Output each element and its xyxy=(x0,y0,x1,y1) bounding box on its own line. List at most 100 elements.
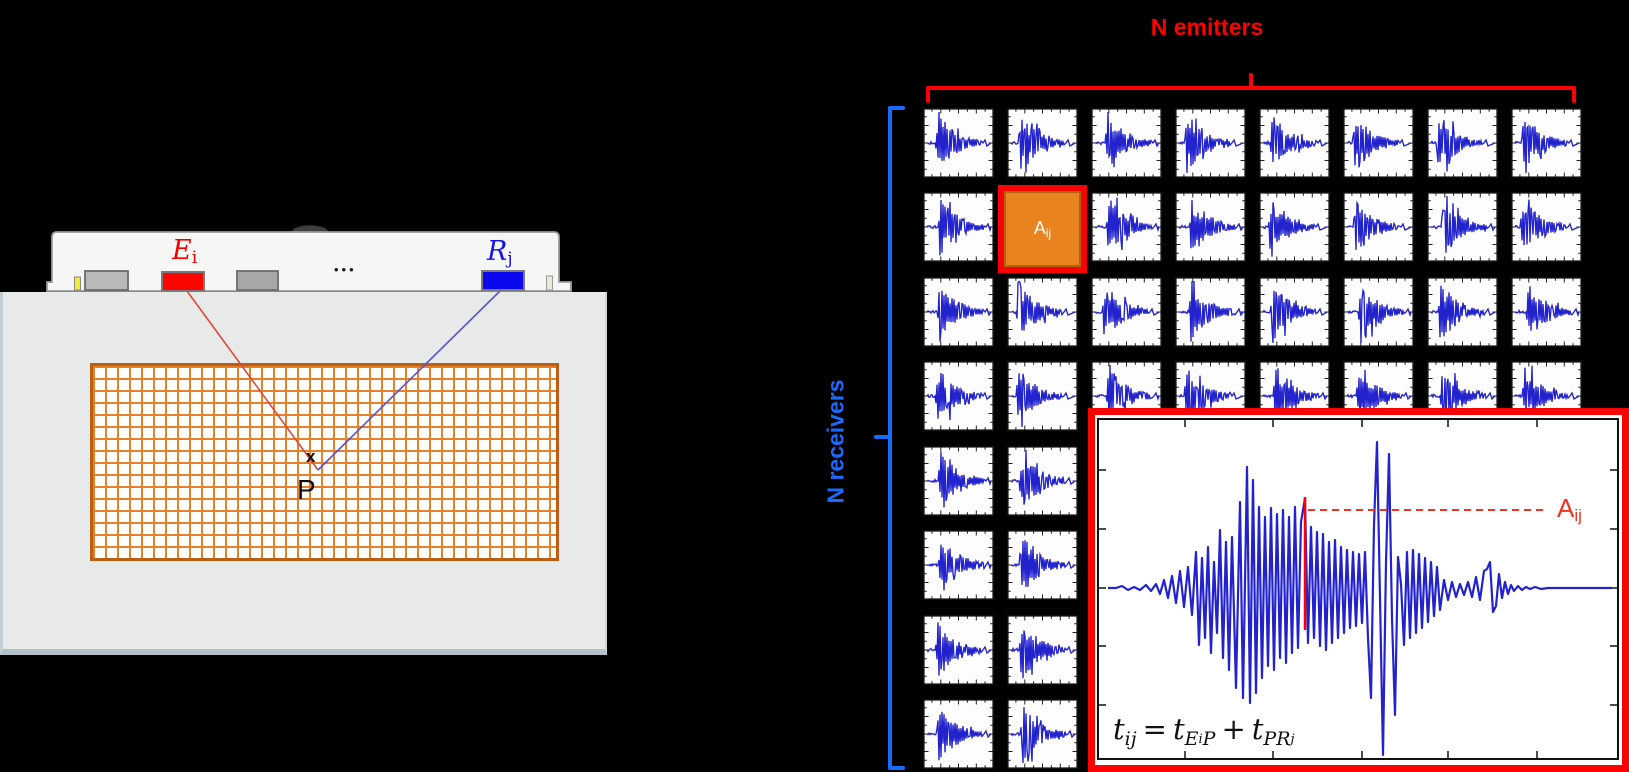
receiver-label-subscript: j xyxy=(507,249,513,269)
matrix-cell xyxy=(1007,277,1079,348)
matrix-cell xyxy=(1343,192,1415,263)
emitter-label: Ei xyxy=(172,237,197,267)
cell-signal-plot xyxy=(1427,108,1499,179)
cell-signal-plot xyxy=(1343,108,1415,179)
cell-signal-plot xyxy=(923,361,995,432)
cell-signal-plot xyxy=(1175,192,1247,263)
cell-signal-plot xyxy=(1343,192,1415,263)
receiver-label-base: R xyxy=(487,236,508,267)
cell-signal-plot xyxy=(1091,277,1163,348)
cell-signal-plot xyxy=(1175,108,1247,179)
cell-signal-plot xyxy=(923,277,995,348)
focal-point-label: P xyxy=(297,474,316,505)
highlight-label: Aij xyxy=(1033,218,1052,240)
receiver-ray xyxy=(317,290,501,471)
cell-signal-plot xyxy=(1511,277,1583,348)
cell-signal-plot xyxy=(923,192,995,263)
reconstruction-grid xyxy=(90,363,559,561)
cell-signal-plot xyxy=(923,108,995,179)
cell-signal-plot xyxy=(1259,192,1331,263)
zoomed-signal-inset: Aij tij=tEiP+tPRj xyxy=(1088,408,1629,772)
emitter-transducer xyxy=(161,271,205,292)
cell-signal-plot xyxy=(1259,108,1331,179)
receivers-brace-bottom-hook xyxy=(888,766,905,770)
matrix-cell xyxy=(1259,192,1331,263)
matrix-cell xyxy=(1175,277,1247,348)
highlighted-matrix-cell: Aij xyxy=(998,185,1087,273)
matrix-cell xyxy=(1007,530,1079,601)
cell-signal-plot xyxy=(1007,277,1079,348)
matrix-cell xyxy=(923,615,995,686)
emitters-axis-title: N emitters xyxy=(1150,14,1264,40)
receiver-label: Rj xyxy=(487,238,513,268)
matrix-cell xyxy=(1511,277,1583,348)
cell-signal-plot xyxy=(1007,530,1079,601)
cell-signal-plot xyxy=(1511,108,1583,179)
cell-signal-plot xyxy=(1007,361,1079,432)
traveltime-formula: tij=tEiP+tPRj xyxy=(1113,712,1295,750)
matrix-cell xyxy=(1091,108,1163,179)
matrix-cell xyxy=(1007,361,1079,432)
receivers-brace-center-tick xyxy=(874,435,889,439)
cell-signal-plot xyxy=(1175,277,1247,348)
matrix-cell xyxy=(923,699,995,770)
cell-signal-plot xyxy=(1091,108,1163,179)
matrix-cell xyxy=(1007,108,1079,179)
matrix-cell xyxy=(1427,277,1499,348)
cell-signal-plot xyxy=(923,699,995,770)
transducer-gray-2 xyxy=(236,270,279,291)
matrix-cell xyxy=(1511,192,1583,263)
matrix-cell xyxy=(1259,108,1331,179)
end-stop-yellow xyxy=(74,276,81,291)
matrix-cell xyxy=(1511,108,1583,179)
matrix-cell xyxy=(923,108,995,179)
matrix-cell xyxy=(1343,277,1415,348)
cell-signal-plot xyxy=(1007,108,1079,179)
focal-point-marker: x xyxy=(306,447,316,466)
cell-signal-plot xyxy=(1427,277,1499,348)
receivers-brace-top-hook xyxy=(888,106,905,110)
matrix-cell xyxy=(923,446,995,517)
cell-signal-plot xyxy=(1007,446,1079,517)
emitters-brace-left-hook xyxy=(926,86,930,103)
matrix-cell xyxy=(1091,192,1163,263)
matrix-cell xyxy=(1175,192,1247,263)
matrix-cell xyxy=(1007,699,1079,770)
matrix-cell xyxy=(1091,277,1163,348)
emitters-brace-center-tick xyxy=(1249,73,1253,90)
cell-signal-plot xyxy=(1007,615,1079,686)
emitters-brace-right-hook xyxy=(1572,86,1576,103)
end-stop-cream xyxy=(546,275,553,291)
matrix-cell xyxy=(923,530,995,601)
cell-signal-plot xyxy=(923,615,995,686)
ellipsis-dots: ••• xyxy=(334,262,357,277)
matrix-cell xyxy=(923,361,995,432)
emitter-ray xyxy=(186,290,319,471)
cell-signal-plot xyxy=(1091,192,1163,263)
cell-signal-plot xyxy=(1007,699,1079,770)
matrix-cell xyxy=(1007,615,1079,686)
zoomed-waveform xyxy=(1108,440,1612,757)
matrix-cell xyxy=(1175,108,1247,179)
probe-device-graphic xyxy=(46,225,572,471)
cell-signal-plot xyxy=(1511,192,1583,263)
receivers-axis-title: N receivers xyxy=(822,379,849,504)
matrix-cell xyxy=(1343,108,1415,179)
cell-signal-plot xyxy=(923,446,995,517)
cell-signal-plot xyxy=(1427,192,1499,263)
transducer-gray-1 xyxy=(84,270,129,291)
cell-signal-plot xyxy=(1259,277,1331,348)
amplitude-label: Aij xyxy=(1557,493,1582,525)
matrix-cell xyxy=(923,277,995,348)
matrix-cell xyxy=(1427,108,1499,179)
matrix-cell xyxy=(923,192,995,263)
emitter-label-subscript: i xyxy=(191,248,198,268)
matrix-cell xyxy=(1259,277,1331,348)
matrix-cell xyxy=(1007,446,1079,517)
receivers-brace-line xyxy=(888,106,892,770)
matrix-cell xyxy=(1427,192,1499,263)
emitter-label-base: E xyxy=(172,235,192,266)
cell-signal-plot xyxy=(923,530,995,601)
cell-signal-plot xyxy=(1343,277,1415,348)
